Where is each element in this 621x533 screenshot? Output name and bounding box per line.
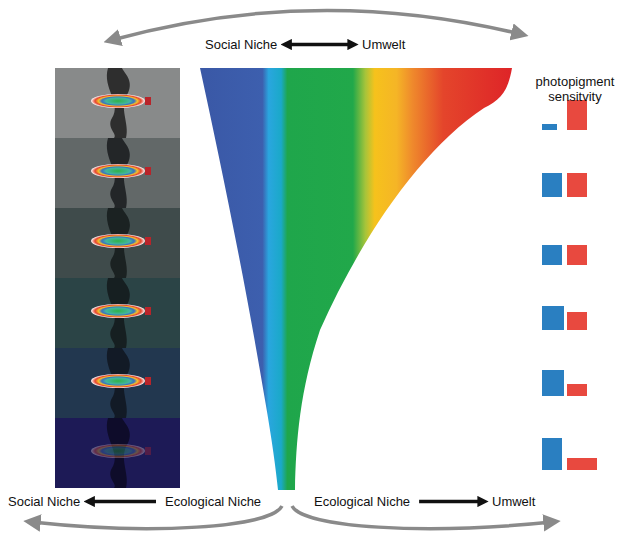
fish-tail (145, 237, 151, 245)
red-bar (567, 173, 587, 197)
fish (91, 94, 145, 108)
fish-tail (145, 167, 151, 175)
red-bar (567, 100, 587, 130)
fish (91, 234, 145, 248)
red-bar (567, 458, 597, 470)
niche-label: Ecological Niche (314, 494, 410, 509)
fish-tail (145, 97, 151, 105)
label-arrows (89, 45, 483, 502)
blue-bar (542, 173, 562, 197)
bottom-left-curve-arrow (32, 506, 282, 529)
fish (91, 164, 145, 178)
umwelt-label: Umwelt (492, 494, 535, 509)
niche-label: Social Niche (205, 37, 277, 52)
panel-ground (55, 68, 180, 138)
blue-bar (542, 306, 564, 330)
fish (91, 374, 145, 388)
red-bar (567, 312, 587, 330)
spectrum-funnel (200, 68, 512, 490)
fish (91, 304, 145, 318)
red-bar (567, 384, 587, 396)
panel-ground (55, 348, 180, 418)
blue-bar (542, 438, 562, 470)
red-bar (567, 245, 587, 265)
bottom-right-curve-arrow (292, 506, 552, 529)
panel-ground (55, 138, 180, 208)
direction-arrow (419, 500, 483, 504)
direction-arrow (286, 43, 353, 47)
blue-bar (542, 245, 562, 265)
fish-panels (55, 68, 180, 488)
blue-bar (542, 124, 557, 130)
direction-arrow (89, 500, 156, 504)
fish-tail (145, 307, 151, 315)
panel-ground (55, 278, 180, 348)
fish-tail (145, 447, 151, 455)
fish-tail (145, 377, 151, 385)
photopigment-bars (542, 100, 597, 470)
niche-label: Ecological Niche (165, 494, 261, 509)
fish (91, 444, 145, 458)
niche-label: Social Niche (8, 494, 80, 509)
top-curve-arrow (112, 10, 520, 40)
umwelt-label: Umwelt (362, 37, 405, 52)
axis-label: photopigment sensitvity (532, 74, 618, 104)
panel-ground (55, 208, 180, 278)
panel-ground (55, 418, 180, 488)
blue-bar (542, 370, 564, 396)
